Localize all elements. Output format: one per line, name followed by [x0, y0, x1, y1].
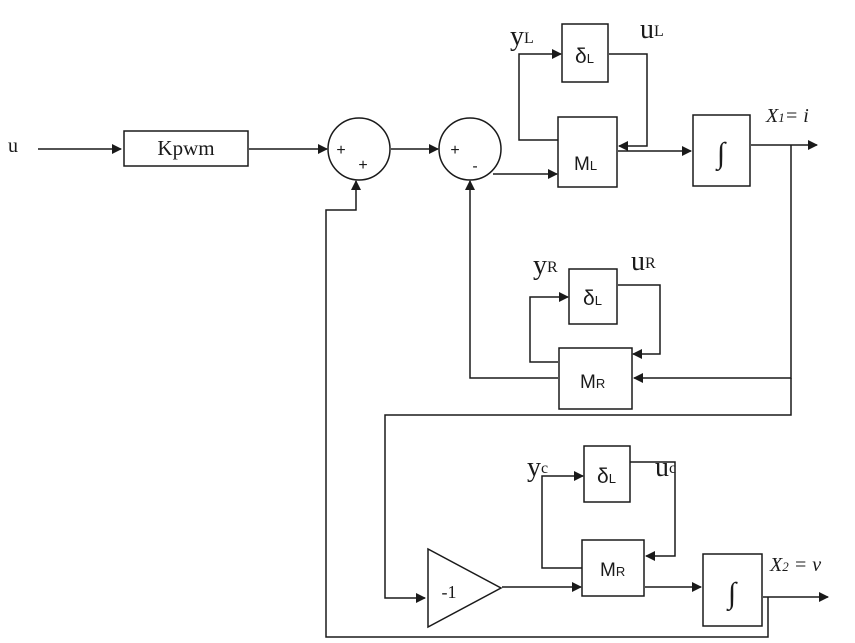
y-r-label: yR — [533, 250, 558, 281]
wire-deltal-to-mr-c — [630, 461, 676, 561]
sum1-sign-bottom: + — [358, 157, 367, 174]
connections — [38, 49, 829, 638]
loop-l: δL ML yL uL — [510, 14, 664, 188]
input-label: u — [8, 135, 18, 157]
wire-v-to-sum1 — [325, 180, 769, 638]
wire-i-to-neggain — [384, 378, 792, 603]
svg-text:δL: δL — [575, 45, 594, 68]
wire-deltal-to-mr-r — [618, 284, 661, 359]
loop-r: δL MR yR uR — [533, 246, 656, 410]
u-c-label: uc — [655, 452, 676, 483]
integral-icon: ∫ — [726, 577, 738, 612]
svg-text:MR: MR — [600, 560, 625, 581]
delta-l-block-middle — [568, 268, 618, 325]
kpwm-label: Kpwm — [157, 136, 214, 160]
integral-icon: ∫ — [715, 137, 727, 172]
wire-mr-to-deltal-r — [529, 292, 569, 363]
summing-junction-2: + - — [438, 117, 502, 181]
summing-junction-1: + + — [327, 117, 391, 181]
svg-text:MR: MR — [580, 372, 605, 393]
sum2-sign-bottom: - — [472, 158, 477, 175]
integrator-2: ∫ — [702, 553, 763, 627]
output-x1-label: X1= i — [765, 105, 809, 127]
neg-gain-label: -1 — [442, 582, 457, 602]
y-l-label: yL — [510, 21, 534, 52]
mr-block-bottom — [581, 539, 645, 597]
negative-gain-block: -1 — [427, 547, 503, 629]
kpwm-block: Kpwm — [123, 130, 249, 167]
svg-text:δL: δL — [597, 465, 616, 488]
wire-mr-to-sum2 — [465, 180, 558, 379]
u-r-label: uR — [631, 246, 656, 277]
wire-ml-to-deltal-l — [518, 49, 562, 141]
sum1-sign-left: + — [336, 142, 345, 159]
ml-block — [557, 116, 618, 188]
wire-mr-to-deltal-c — [541, 471, 584, 569]
u-l-label: uL — [640, 14, 664, 45]
delta-l-block-bottom — [583, 445, 631, 503]
output-x2-label: X2 = v — [769, 554, 821, 576]
loop-c: δL MR yc uc — [527, 445, 676, 597]
y-c-label: yc — [527, 452, 548, 483]
wire-deltal-to-ml — [609, 53, 648, 151]
delta-l-block-top — [561, 23, 609, 83]
svg-text:δL: δL — [583, 287, 602, 310]
sum2-sign-left: + — [450, 142, 459, 159]
integrator-1: ∫ — [692, 114, 751, 187]
svg-text:ML: ML — [574, 154, 597, 175]
mr-block-middle — [558, 347, 633, 410]
